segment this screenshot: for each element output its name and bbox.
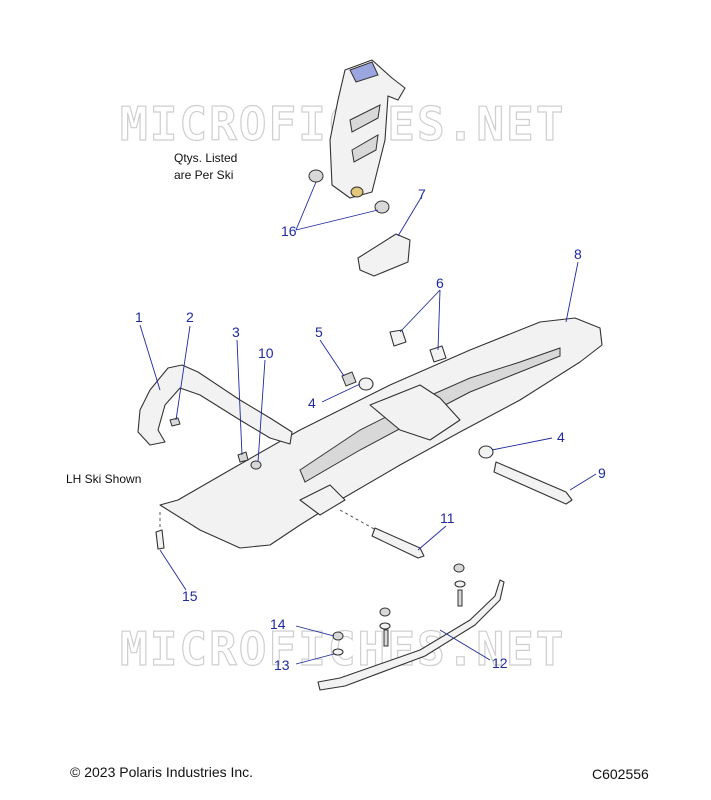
callout-13: 13 [274, 657, 290, 673]
spindle-bolts [389, 329, 447, 363]
ski [159, 317, 603, 549]
callout-4-upper: 4 [308, 395, 316, 411]
bolt-9 [493, 461, 573, 505]
nut-14 [332, 631, 344, 641]
nut [341, 371, 357, 387]
bushing-lower [374, 200, 390, 214]
qty-note-line2: are Per Ski [174, 168, 233, 182]
callout-9: 9 [598, 465, 606, 481]
leader-lines [139, 181, 597, 665]
nut-2 [169, 417, 181, 427]
washer-13 [332, 648, 344, 656]
callout-8: 8 [574, 246, 582, 262]
callout-1: 1 [135, 309, 143, 325]
nut-3 [237, 451, 249, 463]
callout-6: 6 [436, 275, 444, 291]
callout-4-lower: 4 [557, 429, 565, 445]
callout-10: 10 [258, 345, 274, 361]
bolt-11 [371, 527, 425, 559]
callout-14: 14 [270, 616, 286, 632]
ski-loop [137, 364, 293, 446]
callout-2: 2 [186, 309, 194, 325]
callout-5: 5 [315, 324, 323, 340]
callout-11: 11 [440, 510, 455, 526]
callout-7: 7 [418, 186, 426, 202]
wear-bar [317, 579, 505, 691]
wear-bar-studs [379, 563, 466, 647]
callout-12: 12 [492, 655, 508, 671]
washer-lower [478, 445, 494, 459]
callout-16: 16 [281, 223, 297, 239]
figure-id: C602556 [592, 766, 649, 782]
callout-15: 15 [182, 588, 198, 604]
bolt-15 [155, 529, 165, 550]
washer-upper [358, 377, 374, 391]
bushing-upper [308, 169, 324, 183]
bumper [357, 233, 411, 277]
lh-ski-note: LH Ski Shown [66, 472, 141, 486]
watermark-bottom: MICROFICHES.NET [120, 622, 565, 676]
qty-note-line1: Qtys. Listed [174, 151, 237, 165]
spindle-bracket [329, 59, 406, 199]
washer-10 [250, 460, 262, 470]
copyright: © 2023 Polaris Industries Inc. [70, 764, 253, 780]
callout-3: 3 [232, 324, 240, 340]
bolt-11-axis [339, 509, 377, 531]
